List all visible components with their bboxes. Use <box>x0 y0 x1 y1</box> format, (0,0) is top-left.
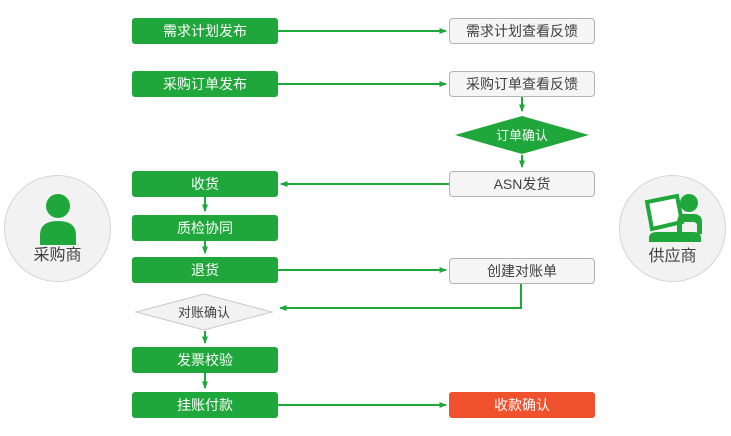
supplier-label: 供应商 <box>648 248 697 265</box>
node-demand-plan-publish: 需求计划发布 <box>132 18 278 44</box>
diamond-order-confirm-label: 订单确认 <box>495 127 548 143</box>
diamond-statement-confirm: 对账确认 <box>134 293 274 331</box>
node-receive-goods: 收货 <box>132 171 278 197</box>
node-payment-on-account: 挂账付款 <box>132 392 278 418</box>
node-quality-inspection: 质检协同 <box>132 215 278 241</box>
buyer-persona: 采购商 <box>4 175 111 282</box>
node-invoice-verification: 发票校验 <box>132 347 278 373</box>
node-payment-receipt-confirm: 收款确认 <box>449 392 595 418</box>
diamond-order-confirm: 订单确认 <box>454 115 590 155</box>
supplier-persona: 供应商 <box>619 175 726 282</box>
supplier-person-laptop-icon <box>644 193 702 242</box>
node-purchase-order-feedback: 采购订单查看反馈 <box>449 71 595 97</box>
buyer-person-icon <box>39 194 76 245</box>
arrow-create-statement-to-statement-confirm <box>279 284 522 311</box>
node-asn-shipment: ASN发货 <box>449 171 595 197</box>
node-return-goods: 退货 <box>132 257 278 283</box>
node-purchase-order-publish: 采购订单发布 <box>132 71 278 97</box>
buyer-label: 采购商 <box>33 247 82 264</box>
node-create-statement: 创建对账单 <box>449 258 595 284</box>
node-demand-plan-feedback: 需求计划查看反馈 <box>449 18 595 44</box>
diamond-statement-confirm-label: 对账确认 <box>177 304 230 320</box>
